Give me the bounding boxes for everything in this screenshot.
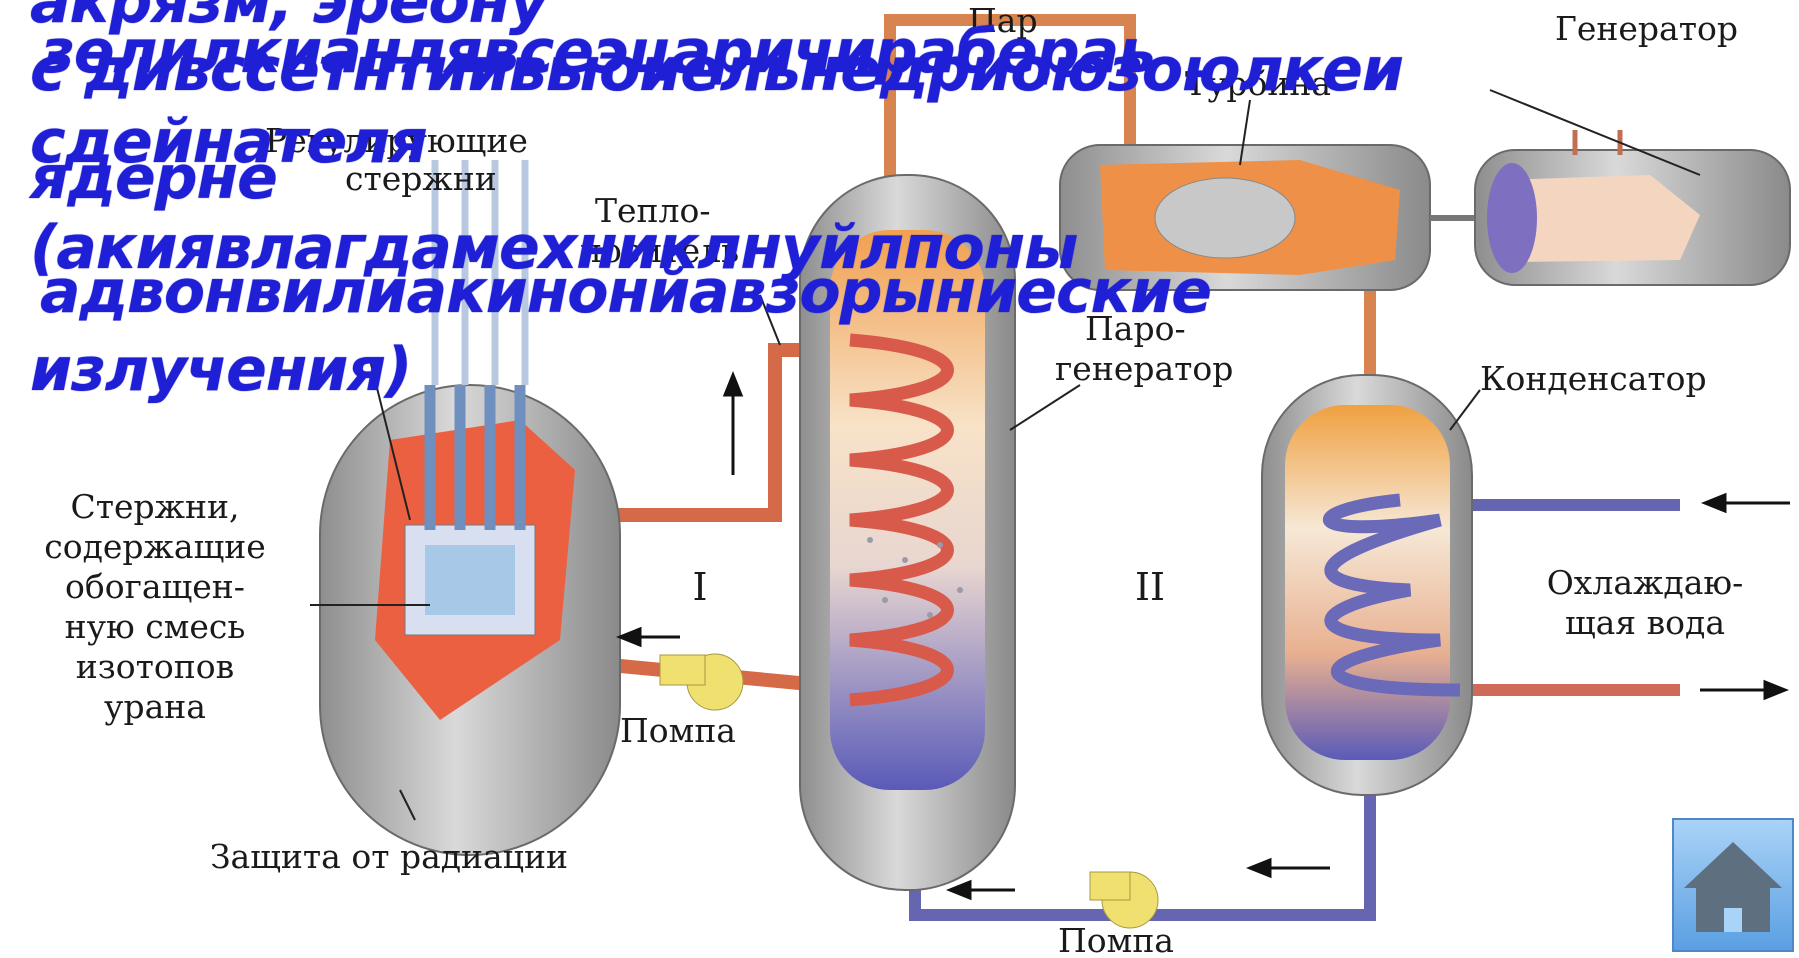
label-circuit-2: II: [1135, 565, 1165, 609]
label-circuit-1: I: [692, 565, 707, 609]
label-cooling-2: щая вода: [1565, 603, 1725, 642]
primary-pump: [660, 654, 743, 710]
label-pump-1: Помпа: [620, 711, 736, 750]
label-rods-3: обогащен-: [65, 567, 245, 606]
label-steam-gen-2: генератор: [1055, 349, 1233, 388]
overlay-line-5: ядерне: [30, 148, 277, 208]
label-rods-1: Стержни,: [71, 487, 240, 526]
label-rods-2: содержащие: [44, 527, 266, 566]
label-rods-5: изотопов: [76, 647, 234, 686]
label-rods-4: ную смесь: [65, 607, 246, 646]
label-radiation: Защита от радиации: [210, 837, 568, 876]
overlay-line-8: излучения): [30, 340, 411, 400]
generator: [1475, 130, 1790, 285]
label-cooling-1: Охлаждаю-: [1547, 563, 1744, 602]
overlay-line-7: адвонвилиакинонйавзорыниеские: [40, 262, 1211, 322]
label-rods-6: урана: [104, 687, 206, 726]
label-pump-2: Помпа: [1058, 921, 1174, 958]
label-rods: Стержни, содержащие обогащен- ную смесь …: [44, 487, 266, 726]
home-icon: [1674, 820, 1792, 950]
label-condenser: Конденсатор: [1480, 359, 1707, 398]
label-generator: Генератор: [1555, 9, 1738, 48]
condenser: [1262, 375, 1472, 795]
overlay-line-3: с дивссетнтиивыоиельнедриоюзоюлкеи: [30, 40, 1403, 100]
home-button[interactable]: [1672, 818, 1794, 952]
